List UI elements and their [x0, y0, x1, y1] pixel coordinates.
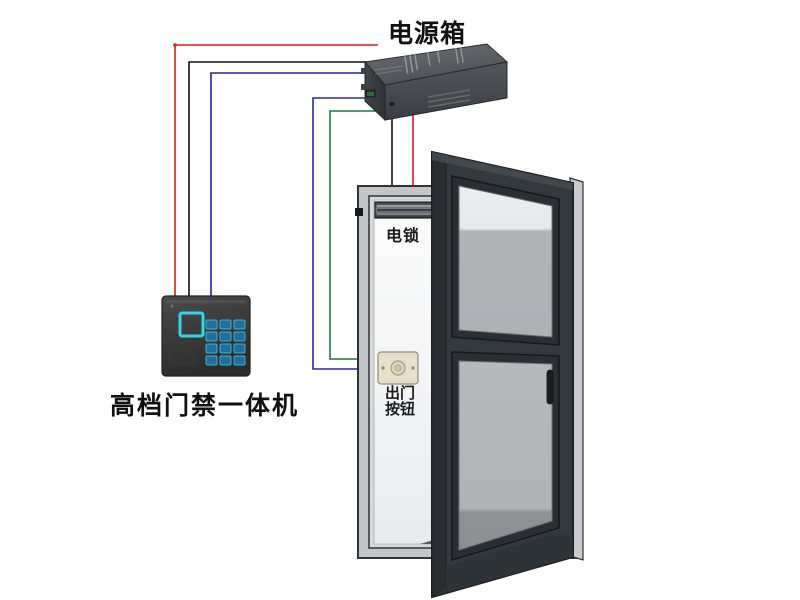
keypad-0[interactable] [219, 355, 232, 366]
door-leaf-hinge-strip [431, 150, 447, 598]
reader-bevel-highlight [166, 300, 246, 303]
electric-lock-terminal [355, 208, 363, 216]
power-box-screw [389, 101, 395, 107]
exit-button-screw-right [411, 366, 415, 370]
exit-button[interactable] [377, 351, 419, 385]
power-box-printed-text [404, 46, 464, 74]
green-wire-power-to-exit-button [329, 110, 378, 360]
power-box-side-tab-2 [361, 84, 366, 90]
keypad-2[interactable] [219, 319, 232, 330]
door-leaf-upper-glass [458, 185, 553, 338]
keypad-9[interactable] [233, 343, 246, 354]
exit-button-screw-left [381, 366, 385, 370]
access-control-reader[interactable] [161, 295, 251, 377]
keypad-5[interactable] [219, 331, 232, 342]
power-box-vent [427, 89, 471, 108]
keypad-4[interactable] [205, 331, 218, 342]
reader-brand-recess [169, 351, 195, 365]
power-box-highlight-1 [373, 65, 405, 71]
keypad-hash[interactable] [233, 355, 246, 366]
exit-button-push-inner [394, 364, 402, 372]
blue-wire-power-to-reader [210, 72, 378, 303]
power-box-terminal-green [367, 92, 374, 96]
power-box-side-tab [361, 68, 366, 74]
electric-lock-label: 电锁 [386, 228, 421, 245]
access-control-reader-label: 高档门禁一体机 [110, 393, 300, 420]
blue-wire-power-to-exit-button [312, 97, 378, 370]
door-leaf-bottom-rail [432, 533, 573, 597]
power-box-label: 电源箱 [388, 21, 467, 48]
keypad-1[interactable] [205, 319, 218, 330]
power-box-long-face [384, 61, 508, 121]
keypad-3[interactable] [233, 319, 246, 330]
power-box-highlight-2 [374, 69, 403, 75]
reader-keypad[interactable] [205, 319, 246, 366]
power-box[interactable] [361, 43, 509, 122]
black-wire-power-to-reader [188, 61, 378, 303]
wire-terminal-red [173, 43, 177, 47]
exit-button-label: 出门 按钮 [385, 386, 415, 418]
exit-button-label-line1: 出门 [385, 386, 416, 402]
keypad-8[interactable] [219, 343, 232, 354]
door-leaf-top-highlight [432, 152, 573, 190]
red-wire-power-to-reader [174, 44, 378, 301]
reader-status-led [170, 304, 174, 308]
keypad-star[interactable] [205, 355, 218, 366]
door-leaf-lower-glass [458, 360, 553, 551]
rfid-zone-icon [178, 311, 205, 338]
wire-bundle [173, 43, 414, 372]
keypad-6[interactable] [233, 331, 246, 342]
door-leaf[interactable] [431, 150, 584, 599]
keypad-7[interactable] [205, 343, 218, 354]
door-handle[interactable] [546, 369, 554, 405]
exit-button-label-line2: 按钮 [385, 402, 416, 418]
